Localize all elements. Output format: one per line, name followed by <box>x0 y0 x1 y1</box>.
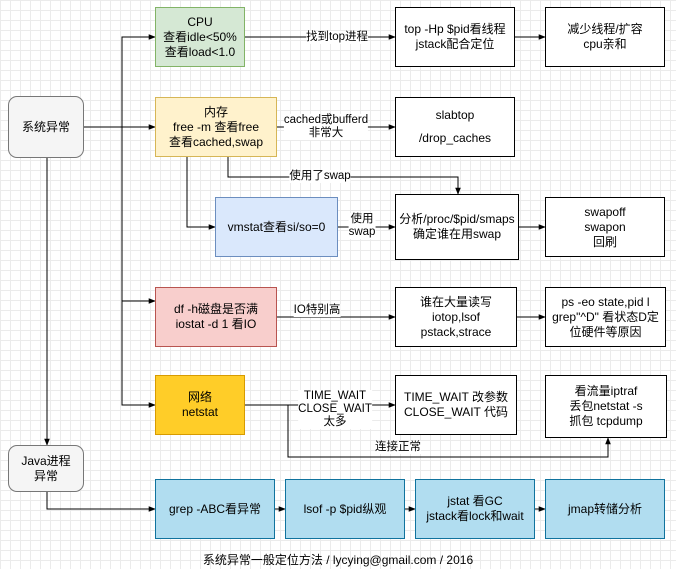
node-jstat: jstat 看GC jstack看lock和wait <box>415 479 535 539</box>
edge-label-cached-large: cached或bufferd 非常大 <box>283 114 369 140</box>
edge-net-ok-to-tools <box>287 405 611 458</box>
edge-label-conn-ok: 连接正常 <box>375 441 421 454</box>
edge-root-to-disk <box>121 127 156 304</box>
node-ps-state: ps -eo state,pid l grep"^D" 看状态D定 位硬件等原因 <box>545 287 666 347</box>
node-system-exception: 系统异常 <box>8 96 84 158</box>
node-java-exception: Java进程 异常 <box>8 445 84 492</box>
node-timewait: TIME_WAIT 改参数 CLOSE_WAIT 代码 <box>395 375 517 435</box>
edge-mem-to-vmstat <box>186 157 216 230</box>
node-swapoff: swapoff swapon 回刷 <box>545 197 665 257</box>
node-lsof: lsof -p $pid纵观 <box>285 479 405 539</box>
edge-label-net-states: TIME_WAIT CLOSE_WAIT 太多 <box>298 390 372 429</box>
edge-label-use-swap: 使用 swap <box>348 213 376 239</box>
edge-label-find-top: 找到top进程 <box>306 31 368 44</box>
edge-root-to-cpu <box>84 34 156 128</box>
footer-caption: 系统异常一般定位方法 / lycying@gmail.com / 2016 <box>202 553 474 567</box>
node-grep: grep -ABC看异常 <box>155 479 275 539</box>
node-proc-smaps: 分析/proc/$pid/smaps 确定谁在用swap <box>395 194 519 260</box>
node-top-jstack: top -Hp $pid看线程 jstack配合定位 <box>395 7 515 67</box>
node-who-io: 谁在大量读写 iotop,lsof pstack,strace <box>395 287 517 347</box>
edge-java-to-grep <box>46 492 156 512</box>
node-net-tools: 看流量iptraf 丢包netstat -s 抓包 tcpdump <box>545 375 667 438</box>
edge-label-io-high: IO特别高 <box>293 304 341 317</box>
node-slabtop: slabtop /drop_caches <box>395 97 515 157</box>
node-memory: 内存 free -m 查看free 查看cached,swap <box>155 97 277 157</box>
node-disk: df -h磁盘是否满 iostat -d 1 看IO <box>155 287 277 347</box>
node-cpu: CPU 查看idle<50% 查看load<1.0 <box>155 7 245 67</box>
edge-label-swap-used: 使用了swap <box>289 170 351 183</box>
edge-root-to-net <box>121 301 156 408</box>
node-reduce-threads: 减少线程/扩容 cpu亲和 <box>545 7 665 67</box>
node-network: 网络 netstat <box>155 375 245 435</box>
node-vmstat: vmstat查看si/so=0 <box>215 197 338 257</box>
node-jmap: jmap转储分析 <box>545 479 665 539</box>
